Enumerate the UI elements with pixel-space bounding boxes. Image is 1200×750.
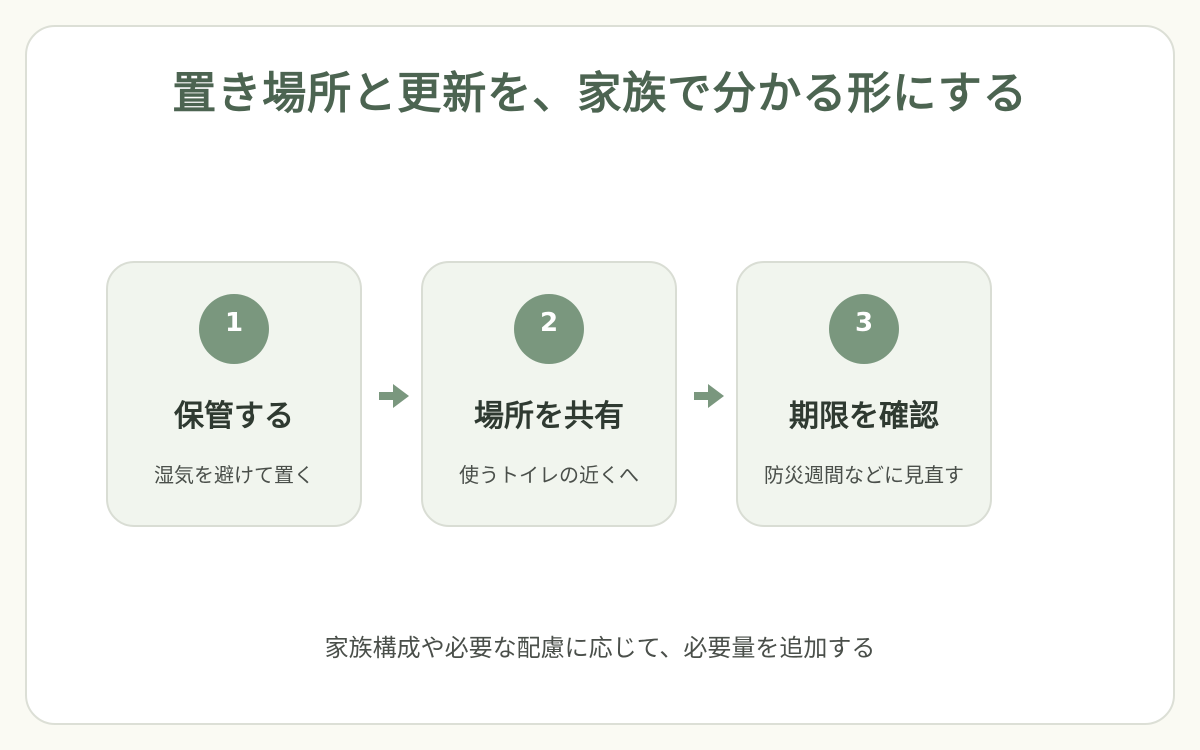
step-card-2: 2 場所を共有 使うトイレの近くへ <box>421 261 677 527</box>
page-title: 置き場所と更新を、家族で分かる形にする <box>172 68 1028 119</box>
step-card-1: 1 保管する 湿気を避けて置く <box>106 261 362 527</box>
step-card-3: 3 期限を確認 防災週間などに見直す <box>736 261 992 527</box>
step-title-2: 場所を共有 <box>474 399 624 434</box>
step-description-3: 防災週間などに見直す <box>764 463 964 487</box>
step-number-badge-3: 3 <box>829 294 899 364</box>
step-description-2: 使うトイレの近くへ <box>459 463 639 487</box>
arrow-right-icon <box>694 384 724 408</box>
footer-note: 家族構成や必要な配慮に応じて、必要量を追加する <box>324 634 876 662</box>
step-description-1: 湿気を避けて置く <box>154 463 314 487</box>
step-title-3: 期限を確認 <box>789 399 939 434</box>
step-number-badge-1: 1 <box>199 294 269 364</box>
arrow-right-icon <box>379 384 409 408</box>
step-title-1: 保管する <box>174 399 294 434</box>
step-number-badge-2: 2 <box>514 294 584 364</box>
